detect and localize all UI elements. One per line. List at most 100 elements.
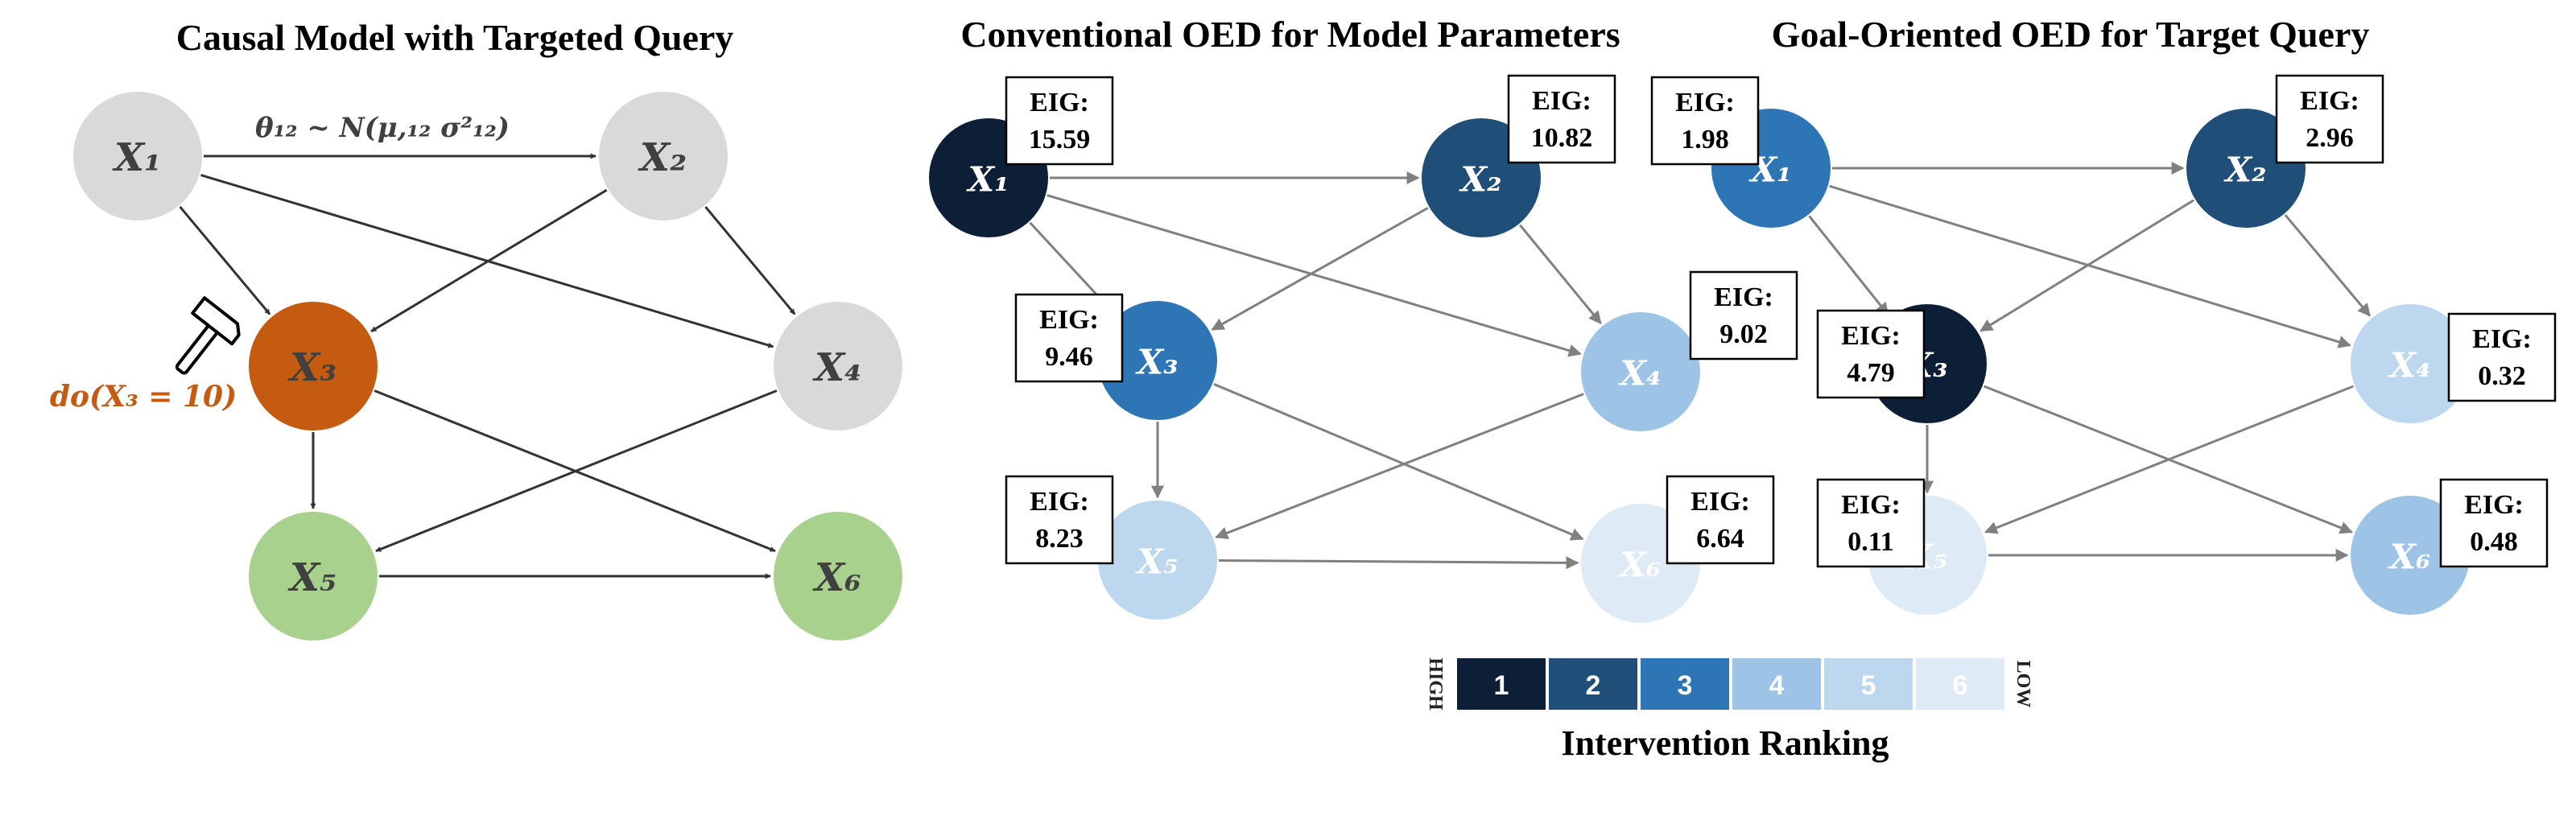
edge-x4-x5 [1984, 385, 2354, 534]
eig-box-border [1689, 270, 1798, 360]
eig-box-border [2447, 312, 2557, 402]
eig-box-border [1816, 478, 1926, 568]
eig-box-border [1650, 76, 1760, 166]
legend-rank-6: 6 [1953, 670, 1968, 701]
eig-prefix: EIG: [2472, 324, 2532, 354]
edge-x2-x4 [2284, 214, 2371, 317]
node-x4 [2351, 304, 2470, 423]
eig-box-x3: EIG:4.79 [1816, 309, 1926, 399]
eig-prefix: EIG: [1675, 88, 1735, 117]
edge-x4-x5 [375, 389, 778, 553]
eig-box-border [2439, 478, 2549, 568]
eig-prefix: EIG: [1030, 88, 1089, 117]
eig-prefix: EIG: [1714, 282, 1773, 312]
legend-cell-6 [1916, 658, 2004, 710]
legend-cell-1 [1457, 658, 1546, 710]
eig-box-x4: EIG: 0.32 [2447, 312, 2557, 402]
node-label-x6: X₆ [1618, 546, 1662, 585]
eig-box-border [1507, 74, 1616, 164]
eig-value: 10.82 [1531, 123, 1593, 153]
legend-rank-5: 5 [1861, 670, 1876, 701]
legend-rank-1: 1 [1494, 670, 1509, 701]
eig-box-x1: EIG: 15.59 [1005, 76, 1114, 166]
eig-prefix: EIG: [1532, 86, 1591, 116]
node-x5 [1098, 501, 1217, 620]
node-label-x6: X₆ [812, 555, 861, 600]
edge-x2-x4 [704, 206, 796, 315]
eig-box-x6: EIG: 6.64 [1666, 475, 1775, 565]
node-x3 [249, 302, 378, 431]
eig-prefix: EIG: [1841, 490, 1901, 520]
edge-x1-x3 [179, 205, 271, 315]
node-x4 [774, 302, 902, 431]
node-label-x3: X₃ [1135, 343, 1179, 382]
eig-value: 8.23 [1035, 524, 1084, 554]
hammer-icon [175, 296, 241, 375]
theta-edge-label: θ₁₂ ~ N(μ,₁₂ σ²₁₂) [255, 112, 510, 144]
eig-value: 0.11 [1847, 527, 1894, 557]
node-label-x5: X₅ [1135, 542, 1179, 582]
ranking-legend: 1 2 3 4 5 6 HIGH LOW Intervention Ranking [1425, 657, 2033, 763]
legend-cell-4 [1732, 658, 1821, 710]
edge-x1-x3 [1808, 215, 1889, 316]
eig-value: 1.98 [1681, 125, 1729, 154]
legend-low-label: LOW [2013, 661, 2033, 708]
legend-high-label: HIGH [1425, 657, 1446, 711]
eig-box-border [2275, 74, 2384, 164]
eig-prefix: EIG: [1030, 487, 1089, 517]
node-label-x1: X₁ [966, 160, 1009, 200]
edge-x3-x6 [1213, 383, 1584, 541]
edge-x4-x5 [1215, 393, 1584, 539]
panel-title-causal: Causal Model with Targeted Query [176, 17, 734, 58]
eig-value: 2.96 [2306, 123, 2354, 153]
intervention-label: do(X₃ = 10) [50, 380, 237, 414]
node-x4 [1581, 312, 1700, 431]
eig-box-x5: EIG: 8.23 [1005, 475, 1114, 565]
panel-title-goal: Goal-Oriented OED for Target Query [1772, 14, 2370, 55]
legend-title: Intervention Ranking [1561, 723, 1889, 763]
legend-rank-2: 2 [1586, 670, 1601, 701]
eig-prefix: EIG: [1039, 305, 1099, 335]
legend-rank-3: 3 [1678, 670, 1693, 701]
eig-prefix: EIG: [2464, 490, 2524, 520]
node-label-x5: X₅ [287, 555, 336, 600]
eig-box-border [1666, 475, 1775, 565]
eig-value: 9.46 [1045, 342, 1093, 372]
panel-title-conventional: Conventional OED for Model Parameters [960, 14, 1620, 55]
legend-cell-5 [1824, 658, 1913, 710]
node-label-x1: X₁ [112, 135, 161, 180]
node-label-x4: X₄ [2388, 346, 2431, 385]
node-x1 [73, 92, 202, 220]
eig-box-x4: EIG:9.02 [1689, 270, 1798, 360]
eig-value: 15.59 [1029, 125, 1091, 154]
eig-box-x3: EIG: 9.46 [1014, 293, 1124, 383]
eig-value: 6.64 [1696, 524, 1744, 554]
legend-cell-3 [1641, 658, 1729, 710]
eig-prefix: EIG: [1690, 487, 1750, 517]
edge-x1-x4 [1829, 184, 2351, 348]
edge-x2-x4 [1519, 224, 1602, 324]
eig-prefix: EIG: [2300, 86, 2359, 116]
node-label-x4: X₄ [1618, 354, 1662, 393]
node-label-x6: X₆ [2388, 538, 2431, 577]
edge-x5-x6 [1218, 556, 1579, 570]
eig-value: 0.32 [2478, 361, 2526, 391]
node-label-x2: X₂ [1459, 160, 1502, 200]
edge-x2-x3 [1211, 207, 1429, 331]
eig-box-x6: EIG: 0.48 [2439, 478, 2549, 568]
legend-rank-4: 4 [1769, 670, 1785, 701]
eig-box-border [1005, 475, 1114, 565]
eig-box-border [1816, 309, 1926, 399]
edge-x1-x4 [1046, 194, 1582, 357]
node-label-x3: X₃ [287, 345, 336, 390]
eig-value: 0.48 [2470, 527, 2518, 557]
eig-box-x1: EIG: 1.98 [1650, 76, 1760, 166]
edge-x2-x3 [1979, 199, 2195, 332]
eig-value: 4.79 [1847, 358, 1895, 388]
node-label-x2: X₂ [638, 135, 687, 180]
node-label-x2: X₂ [2223, 150, 2267, 190]
